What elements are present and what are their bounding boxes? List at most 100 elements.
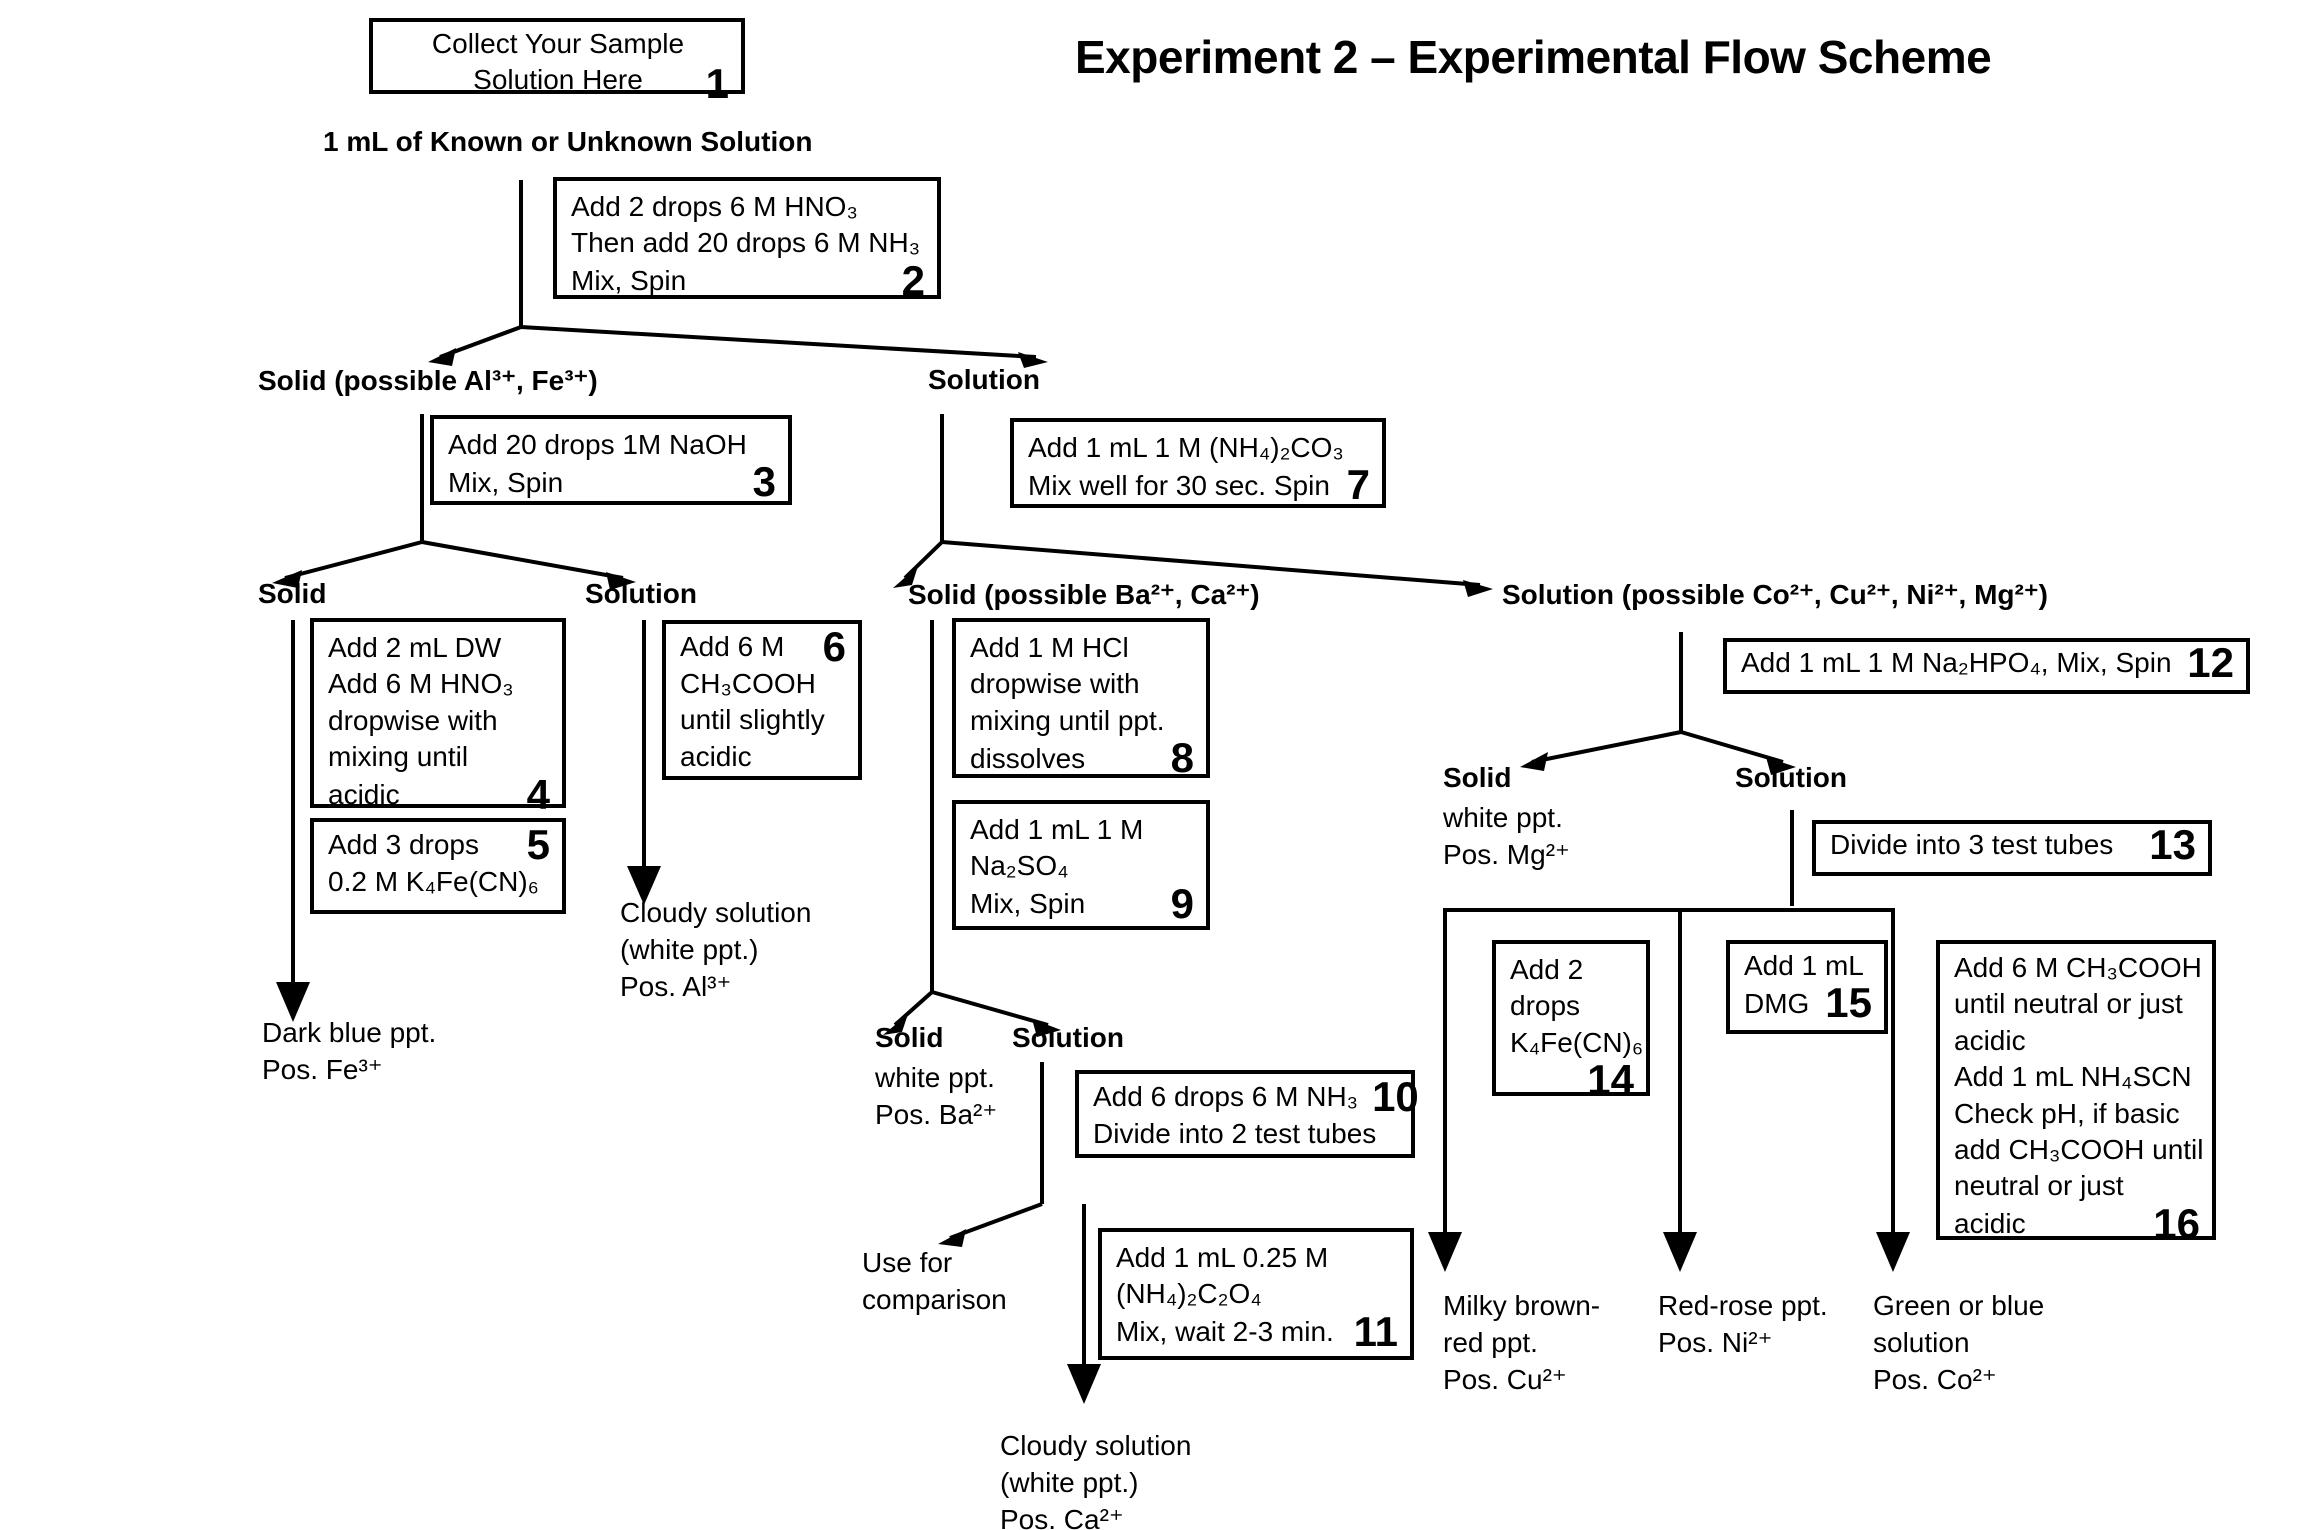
step-16-line-3: Add 1 mL NH₄SCN — [1954, 1061, 2192, 1093]
step-4-line-4: acidic — [328, 778, 400, 810]
connector-12-stem — [1679, 632, 1683, 732]
step-16-line-2: acidic — [1954, 1024, 2026, 1056]
step-1-line-1: Solution Here — [473, 64, 643, 96]
step-16-line-1: until neutral or just — [1954, 988, 2183, 1020]
result-mg-line-0: white ppt. — [1443, 802, 1563, 833]
step-box-4[interactable]: Add 2 mL DW Add 6 M HNO₃ dropwise with m… — [310, 618, 566, 815]
step-box-12[interactable]: Add 1 mL 1 M Na₂HPO₄, Mix, Spin 12 — [1723, 638, 2250, 694]
step-box-16[interactable]: Add 6 M CH₃COOH until neutral or just ac… — [1936, 940, 2216, 1247]
result-cu-line-0: Milky brown- — [1443, 1290, 1601, 1321]
step-6-line-0: Add 6 M — [680, 631, 785, 663]
step-5-line-0: Add 3 drops — [328, 829, 479, 861]
solution-9-label: Solution — [1012, 1022, 1124, 1053]
connector-8-stem — [930, 620, 934, 992]
result-al: Cloudy solution (white ppt.) Pos. Al³⁺ — [620, 895, 811, 1006]
result-co: Green or blue solution Pos. Co²⁺ — [1873, 1288, 2044, 1399]
step-14-line-1: drops — [1510, 990, 1581, 1022]
step-box-5[interactable]: Add 3 drops 5 0.2 M K₄Fe(CN)₆ — [310, 818, 566, 914]
result-co-line-1: solution — [1873, 1326, 1970, 1358]
known-unknown-label: 1 mL of Known or Unknown Solution — [323, 126, 813, 157]
step-2-line-1: Then add 20 drops 6 M NH₃ — [571, 227, 921, 259]
step-6-line-3: acidic — [680, 740, 752, 772]
result-use-for-comparison: Use for comparison — [862, 1245, 1007, 1319]
step-2-line-0: Add 2 drops 6 M HNO₃ — [571, 191, 858, 222]
step-box-13[interactable]: Divide into 3 test tubes 13 — [1812, 820, 2212, 876]
step-16-number: 16 — [2153, 1199, 2200, 1247]
step-9-line-0: Add 1 mL 1 M — [970, 814, 1144, 845]
step-box-14[interactable]: Add 2 drops K₄Fe(CN)₆ 14 — [1492, 940, 1650, 1104]
step-16-line-6: neutral or just — [1954, 1170, 2124, 1202]
solid-ba-ca-label: Solid (possible Ba²⁺, Ca²⁺) — [908, 579, 1260, 610]
step-10-line-1: Divide into 2 test tubes — [1093, 1117, 1377, 1149]
step-14-number: 14 — [1587, 1056, 1634, 1104]
use-for-comparison-line-1: comparison — [862, 1283, 1007, 1315]
step-16-line-7: acidic — [1954, 1208, 2026, 1240]
step-3-number: 3 — [752, 458, 776, 506]
step-2-number: 2 — [901, 256, 925, 304]
connector-11-stem — [1082, 1204, 1086, 1382]
step-box-10[interactable]: Add 6 drops 6 M NH₃ 10 Divide into 2 tes… — [1075, 1070, 1419, 1158]
result-ca: Cloudy solution (white ppt.) Pos. Ca²⁺ — [1000, 1428, 1191, 1530]
solution-co-cu-ni-mg-label: Solution (possible Co²⁺, Cu²⁺, Ni²⁺, Mg²… — [1502, 579, 2048, 610]
step-11-line-0: Add 1 mL 0.25 M — [1116, 1242, 1329, 1273]
step-box-2[interactable]: Add 2 drops 6 M HNO₃ Then add 20 drops 6… — [553, 177, 941, 304]
connector-branch-15 — [1678, 908, 1682, 1250]
step-15-line-1: DMG — [1744, 987, 1810, 1019]
step-box-9[interactable]: Add 1 mL 1 M Na₂SO₄ Mix, Spin 9 — [952, 800, 1210, 930]
step-15-number: 15 — [1825, 979, 1872, 1027]
step-3-line-0: Add 20 drops 1M NaOH — [448, 429, 747, 460]
solution-12-label: Solution — [1735, 762, 1847, 793]
step-4-line-0: Add 2 mL DW — [328, 632, 502, 663]
step-16-line-0: Add 6 M CH₃COOH — [1954, 952, 2202, 983]
result-cu-line-1: red ppt. — [1443, 1326, 1538, 1358]
step-16-line-5: add CH₃COOH until — [1954, 1133, 2204, 1165]
step-16-line-4: Check pH, if basic — [1954, 1097, 2180, 1129]
step-13-line-0: Divide into 3 test tubes — [1830, 829, 2114, 861]
step-2-line-2: Mix, Spin — [571, 265, 687, 297]
connector-1-to-2 — [519, 180, 523, 327]
step-9-number: 9 — [1170, 879, 1194, 927]
result-ca-line-2: Pos. Ca²⁺ — [1000, 1503, 1124, 1530]
solution-3-label: Solution — [585, 578, 697, 609]
step-box-6[interactable]: Add 6 M 6 CH₃COOH until slightly acidic — [662, 620, 862, 780]
use-for-comparison-line-0: Use for — [862, 1247, 953, 1278]
step-11-number: 11 — [1353, 1307, 1398, 1355]
step-6-number: 6 — [822, 623, 846, 670]
step-box-1[interactable]: Collect Your Sample Solution Here 1 — [369, 18, 745, 104]
solid-9-label: Solid — [875, 1022, 944, 1053]
connector-7-stem — [940, 414, 944, 542]
connector-13-stem — [1790, 810, 1794, 906]
step-box-3[interactable]: Add 20 drops 1M NaOH Mix, Spin 3 — [430, 415, 792, 505]
page-title: Experiment 2 – Experimental Flow Scheme — [1075, 31, 1992, 83]
step-box-11[interactable]: Add 1 mL 0.25 M (NH₄)₂C₂O₄ Mix, wait 2-3… — [1098, 1228, 1414, 1360]
result-fe-line-1: Pos. Fe³⁺ — [262, 1053, 383, 1085]
solid-al-fe-label: Solid (possible Al³⁺, Fe³⁺) — [258, 365, 598, 396]
solid-12-label: Solid — [1443, 762, 1512, 793]
step-1-line-0: Collect Your Sample — [431, 28, 685, 59]
step-12-line-0: Add 1 mL 1 M Na₂HPO₄, Mix, Spin — [1741, 647, 2172, 679]
step-box-8[interactable]: Add 1 M HCl dropwise with mixing until p… — [952, 618, 1210, 779]
step-box-7[interactable]: Add 1 mL 1 M (NH₄)₂CO₃ Mix well for 30 s… — [1010, 418, 1386, 508]
step-10-line-0: Add 6 drops 6 M NH₃ — [1093, 1081, 1359, 1113]
connector-6-stem — [642, 620, 646, 885]
result-ba-line-1: Pos. Ba²⁺ — [875, 1098, 998, 1130]
step-8-line-0: Add 1 M HCl — [970, 632, 1129, 663]
step-1-number: 1 — [705, 59, 729, 107]
result-al-line-1: (white ppt.) — [620, 933, 759, 965]
step-box-15[interactable]: Add 1 mL DMG 15 — [1726, 940, 1888, 1034]
result-ca-line-1: (white ppt.) — [1000, 1466, 1139, 1498]
step-9-line-1: Na₂SO₄ — [970, 850, 1069, 882]
step-5-line-1: 0.2 M K₄Fe(CN)₆ — [328, 865, 539, 897]
step-8-line-1: dropwise with — [970, 668, 1140, 700]
step-14-line-0: Add 2 — [1510, 954, 1584, 985]
solution-top-label: Solution — [928, 364, 1040, 395]
connector-3-stem — [420, 414, 424, 542]
result-ba-line-0: white ppt. — [875, 1062, 995, 1093]
